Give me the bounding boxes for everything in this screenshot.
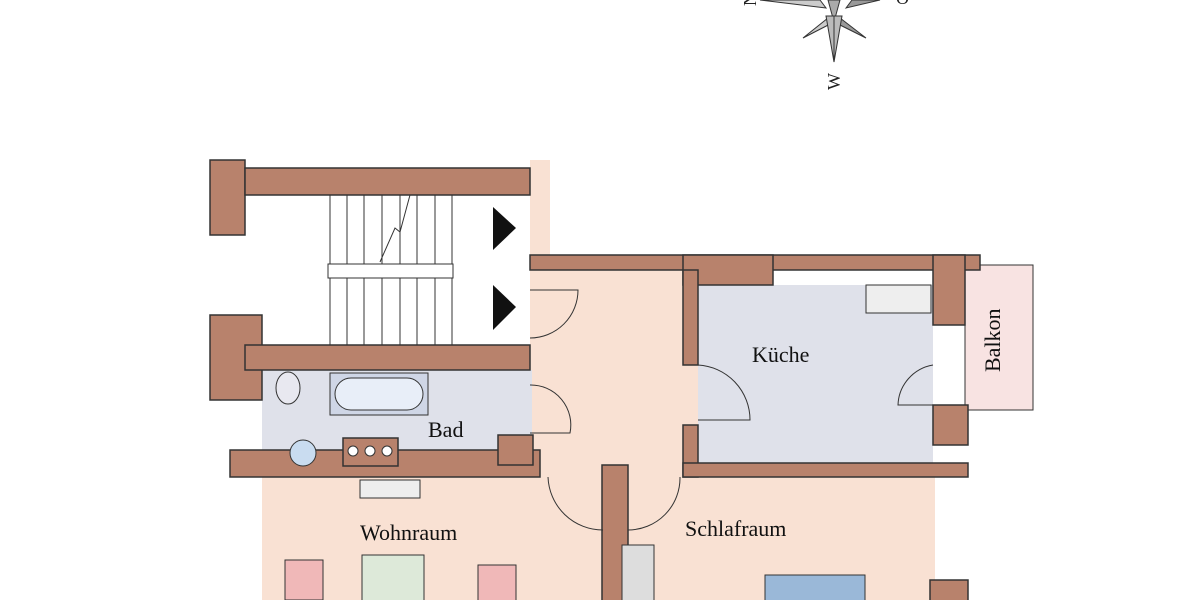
staircase bbox=[327, 194, 454, 345]
cabinet-icon bbox=[621, 544, 655, 600]
entrance-arrow-icon bbox=[493, 207, 516, 250]
room-label-wohnraum: Wohnraum bbox=[360, 520, 457, 545]
entrance-arrow-icon bbox=[493, 285, 516, 330]
compass-label-west: W bbox=[824, 73, 844, 90]
table-icon bbox=[361, 554, 425, 600]
sink-icon bbox=[289, 439, 317, 467]
compass-rose: N O W bbox=[740, 0, 909, 90]
balcony-floor bbox=[964, 264, 1034, 411]
doors bbox=[529, 289, 934, 531]
compass-label-east: O bbox=[896, 0, 909, 8]
room-label-schlafraum: Schlafraum bbox=[685, 516, 786, 541]
armchair-icon bbox=[284, 559, 324, 600]
bathtub-icon bbox=[329, 372, 429, 416]
kitchen-counter-icon bbox=[865, 284, 932, 314]
room-label-kueche: Küche bbox=[752, 342, 809, 367]
armchair-icon bbox=[477, 564, 517, 600]
room-label-bad: Bad bbox=[428, 417, 463, 442]
room-label-balkon: Balkon bbox=[980, 308, 1005, 372]
kitchen-floor bbox=[698, 285, 933, 467]
compass-label-north: N bbox=[740, 0, 760, 6]
bed-icon bbox=[764, 574, 866, 600]
stove-vents bbox=[347, 445, 393, 457]
toilet-icon bbox=[275, 371, 301, 405]
desk-icon bbox=[359, 479, 421, 499]
